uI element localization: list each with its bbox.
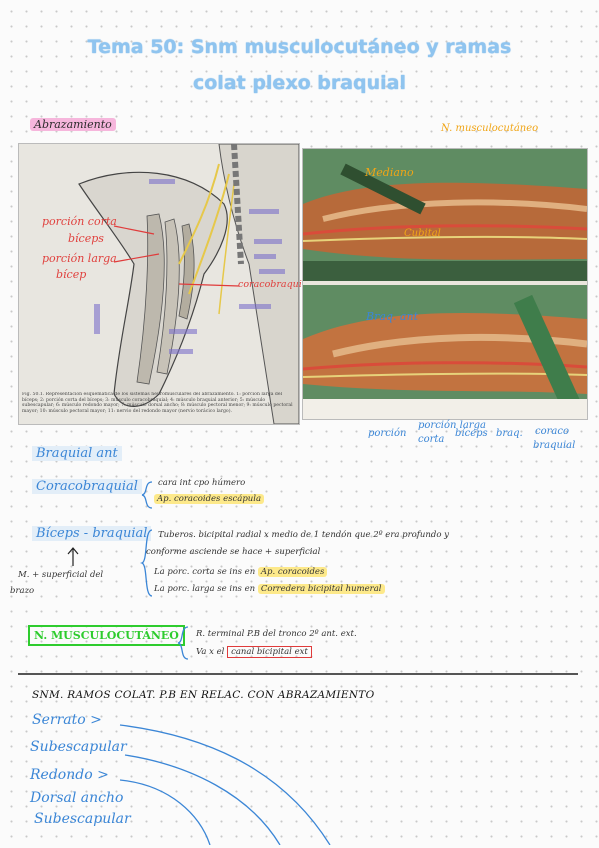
brace-icon bbox=[141, 481, 153, 509]
coracobraquial-line-2: Ap. coracoides escápula bbox=[154, 494, 265, 504]
label-n-musculocutaneo: N. musculocutáneo bbox=[441, 123, 539, 134]
right-dissection-photos bbox=[303, 149, 587, 419]
label-coracobraquial: coracobraquial bbox=[238, 279, 311, 290]
section-label-abrazamiento: Abrazamiento bbox=[30, 118, 116, 131]
label-cubital: Cubital bbox=[404, 228, 441, 239]
biceps-line-1: Tuberos. bicipital radial x medio de 1 t… bbox=[158, 530, 449, 540]
bottom-item-serrato: Serrato > bbox=[32, 712, 102, 728]
figure-caption: Fig. 50.1. Representación esquemática de… bbox=[22, 392, 293, 415]
musculocutaneo-line-2-boxed: canal bicipital ext bbox=[227, 646, 312, 658]
coracobraquial-line-1: cara int cpo húmero bbox=[158, 478, 246, 488]
brace-icon-biceps bbox=[140, 529, 153, 597]
label-bottom-braquial: braquial bbox=[533, 440, 576, 451]
biceps-line-2: conforme asciende se hace + superficial bbox=[146, 547, 321, 557]
biceps-line-3-highlight: Ap. coracoides bbox=[257, 567, 328, 577]
bottom-section-heading: SNM. RAMOS COLAT. P.B EN RELAC. CON ABRA… bbox=[32, 689, 375, 701]
label-bottom-porcion: porción bbox=[368, 428, 407, 439]
label-bottom-braq: braq. bbox=[496, 428, 523, 439]
side-note-line-2: brazo bbox=[10, 586, 35, 596]
bottom-item-dorsal-ancho: Dorsal ancho bbox=[30, 790, 124, 806]
section-divider bbox=[18, 673, 578, 675]
biceps-line-4: La porc. larga se ins en Corredera bicip… bbox=[154, 584, 385, 594]
biceps-line-3-text: La porc. corta se ins en bbox=[154, 567, 256, 577]
musculocutaneo-line-1: R. terminal P.B del tronco 2º ant. ext. bbox=[196, 629, 357, 639]
biceps-line-4-text: La porc. larga se ins en bbox=[154, 584, 256, 594]
left-anatomy-figure bbox=[18, 143, 300, 425]
side-note-line-1: M. + superficial del bbox=[18, 570, 104, 580]
label-bottom-porcion-larga: porción larga bbox=[418, 420, 486, 431]
label-biceps-braquial: Bíceps - braquial bbox=[32, 526, 152, 541]
arrow-up-icon bbox=[67, 547, 79, 566]
label-bottom-biceps: bíceps bbox=[455, 428, 488, 439]
bracket-curves bbox=[119, 724, 331, 845]
label-n-musculocutaneo-box: N. MUSCULOCUTÁNEO bbox=[28, 625, 185, 646]
label-braq-ant: Braq. ant bbox=[366, 310, 418, 323]
biceps-line-3: La porc. corta se ins en Ap. coracoides bbox=[154, 567, 328, 577]
label-porcion-corta-biceps: bíceps bbox=[68, 232, 104, 245]
label-mediano: Mediano bbox=[365, 166, 414, 179]
label-porcion-larga: porción larga bbox=[42, 252, 117, 265]
page-title-line-2: colat plexo braquial bbox=[192, 72, 407, 94]
bottom-item-subescapular-2: Subescapular bbox=[34, 811, 131, 827]
section-label-braquial-ant: Braquial ant bbox=[32, 446, 122, 461]
label-porcion-corta: porción corta bbox=[42, 215, 117, 228]
musculocutaneo-line-2-text: Va x el bbox=[196, 647, 225, 657]
label-coracobraquial-muscle: Coracobraquial bbox=[32, 479, 142, 494]
label-bottom-coraco: coraco bbox=[535, 426, 569, 437]
bottom-item-subescapular: Subescapular bbox=[30, 739, 127, 755]
brace-icon-musculocutaneo bbox=[177, 626, 189, 660]
biceps-line-4-highlight: Corredera bicipital humeral bbox=[257, 584, 385, 594]
left-anatomy-illustration bbox=[19, 144, 299, 424]
musculocutaneo-line-2: Va x el canal bicipital ext bbox=[196, 646, 312, 658]
right-anatomy-figure bbox=[302, 148, 588, 420]
bottom-item-redondo: Redondo > bbox=[30, 767, 109, 783]
label-bottom-corta: corta bbox=[418, 434, 445, 445]
page-title-line-1: Tema 50: Snm musculocutáneo y ramas bbox=[87, 36, 512, 58]
label-porcion-larga-bicep: bícep bbox=[56, 268, 87, 281]
